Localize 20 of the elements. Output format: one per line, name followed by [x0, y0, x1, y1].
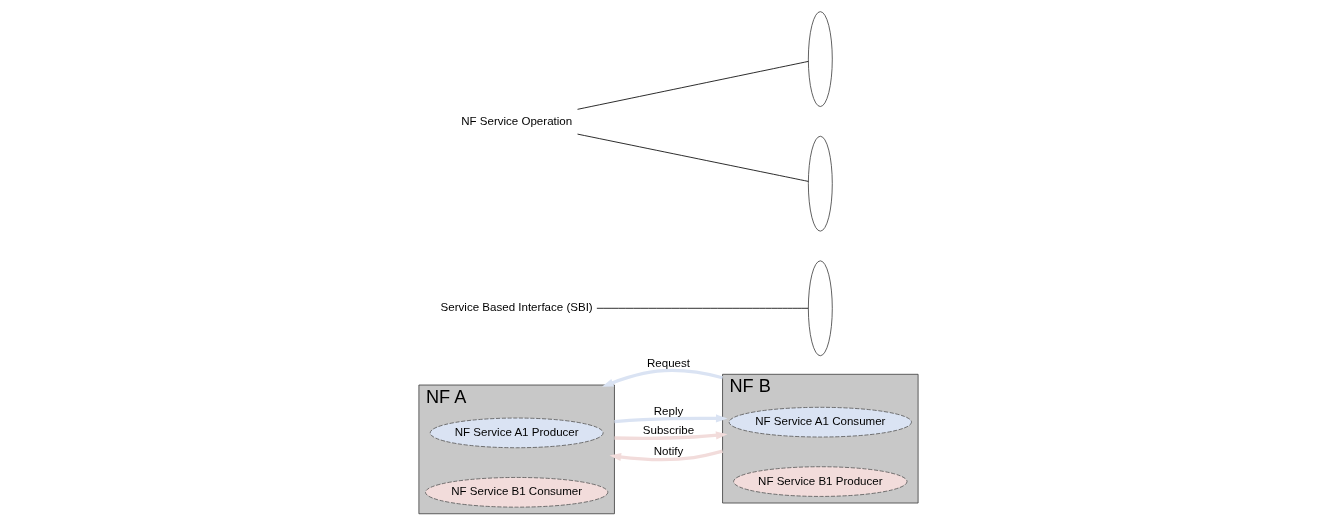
edge-label: Request — [646, 357, 690, 370]
node-ellipse: NF Service B1 Consumer — [424, 477, 608, 508]
node-ellipse — [807, 260, 833, 357]
node-ellipse: NF Service A1 Producer — [429, 417, 604, 449]
node-ellipse — [807, 11, 833, 107]
arrow — [613, 431, 728, 440]
arrow — [613, 414, 728, 424]
node-ellipse: NF Service A1 Consumer — [728, 406, 912, 438]
edge-label: Notify — [653, 444, 683, 457]
connector — [576, 133, 809, 182]
node-ellipse — [807, 135, 833, 232]
arrow — [601, 368, 723, 387]
connector — [576, 61, 809, 110]
edge-label: Subscribe — [642, 423, 694, 436]
node-ellipse: NF Service B1 Producer — [732, 466, 907, 497]
arrow — [609, 449, 723, 462]
connector — [595, 307, 809, 309]
node-text: Service Based Interface (SBI) — [440, 301, 593, 314]
edge-label: Reply — [653, 404, 683, 417]
node-text: NF Service Operation — [460, 114, 572, 127]
